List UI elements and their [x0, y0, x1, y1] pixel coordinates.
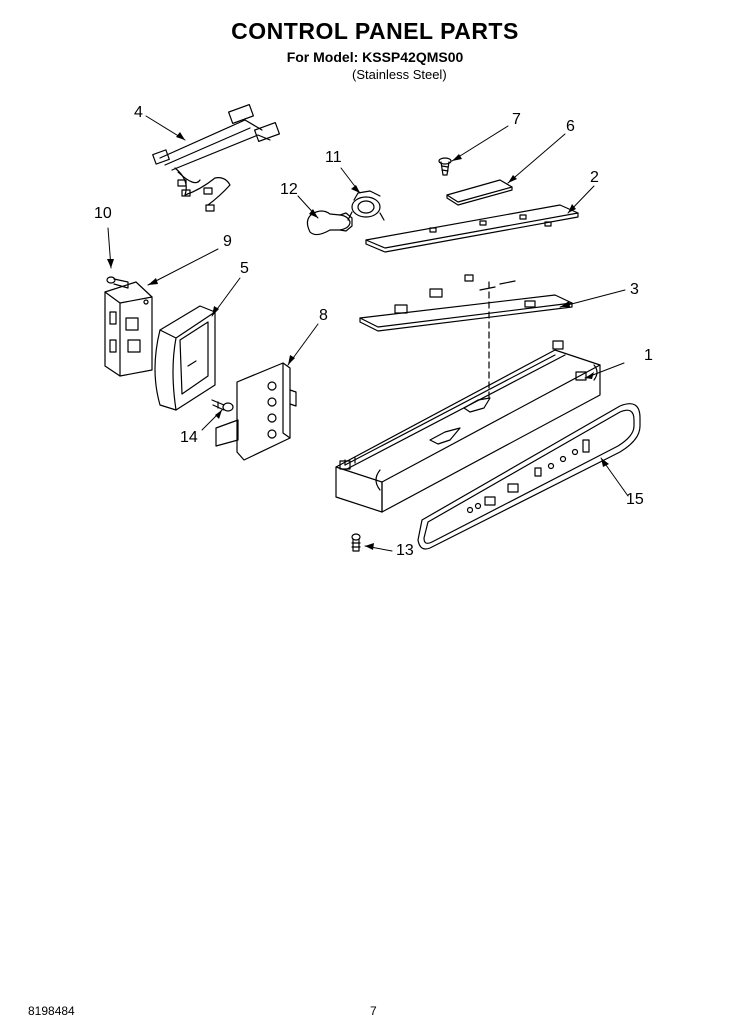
- part-15-front-trim: [417, 403, 641, 550]
- part-13-screw: [351, 533, 361, 552]
- callout-2: 2: [590, 169, 599, 186]
- document-number: 8198484: [28, 1004, 75, 1018]
- leader-6: [507, 133, 566, 184]
- callout-3: 3: [630, 281, 639, 298]
- part-6-cover-plate: [446, 179, 513, 206]
- callout-10: 10: [94, 205, 112, 222]
- callout-6: 6: [566, 118, 575, 135]
- part-14-screw: [211, 399, 234, 412]
- part-4-wire-harness: [152, 103, 280, 212]
- part-8-keypad-overlay: [215, 362, 297, 461]
- callout-5: 5: [240, 260, 249, 277]
- callout-1: 1: [644, 347, 653, 364]
- callout-numbers: 1 2 3 4 5 6 7 8 9 10 11 12 13 14 15: [94, 104, 653, 559]
- callout-13: 13: [396, 542, 414, 559]
- callout-15: 15: [626, 491, 644, 508]
- part-12-bulb: [306, 210, 353, 236]
- callout-8: 8: [319, 307, 328, 324]
- callout-11: 11: [325, 149, 342, 166]
- page-number: 7: [370, 1004, 377, 1018]
- page-title: CONTROL PANEL PARTS: [231, 18, 519, 44]
- model-line: For Model: KSSP42QMS00: [286, 49, 464, 65]
- part-5-bezel: [154, 305, 216, 411]
- leader-9: [147, 248, 219, 286]
- part-10-screw: [106, 276, 129, 289]
- leader-7: [451, 125, 509, 162]
- callout-7: 7: [512, 111, 521, 128]
- callout-4: 4: [134, 104, 143, 121]
- part-11-socket: [347, 190, 385, 221]
- leader-arrowheads: [107, 132, 609, 550]
- leader-3: [559, 289, 626, 308]
- part-3-circuit-board: [359, 274, 573, 332]
- part-1-control-housing: [335, 340, 601, 513]
- part-2-control-board: [365, 204, 579, 253]
- part-9-side-board: [104, 281, 153, 377]
- part-7-screw: [438, 157, 452, 176]
- callout-14: 14: [180, 429, 198, 446]
- callout-9: 9: [223, 233, 232, 250]
- finish-line: (Stainless Steel): [352, 67, 447, 82]
- callout-12: 12: [280, 181, 298, 198]
